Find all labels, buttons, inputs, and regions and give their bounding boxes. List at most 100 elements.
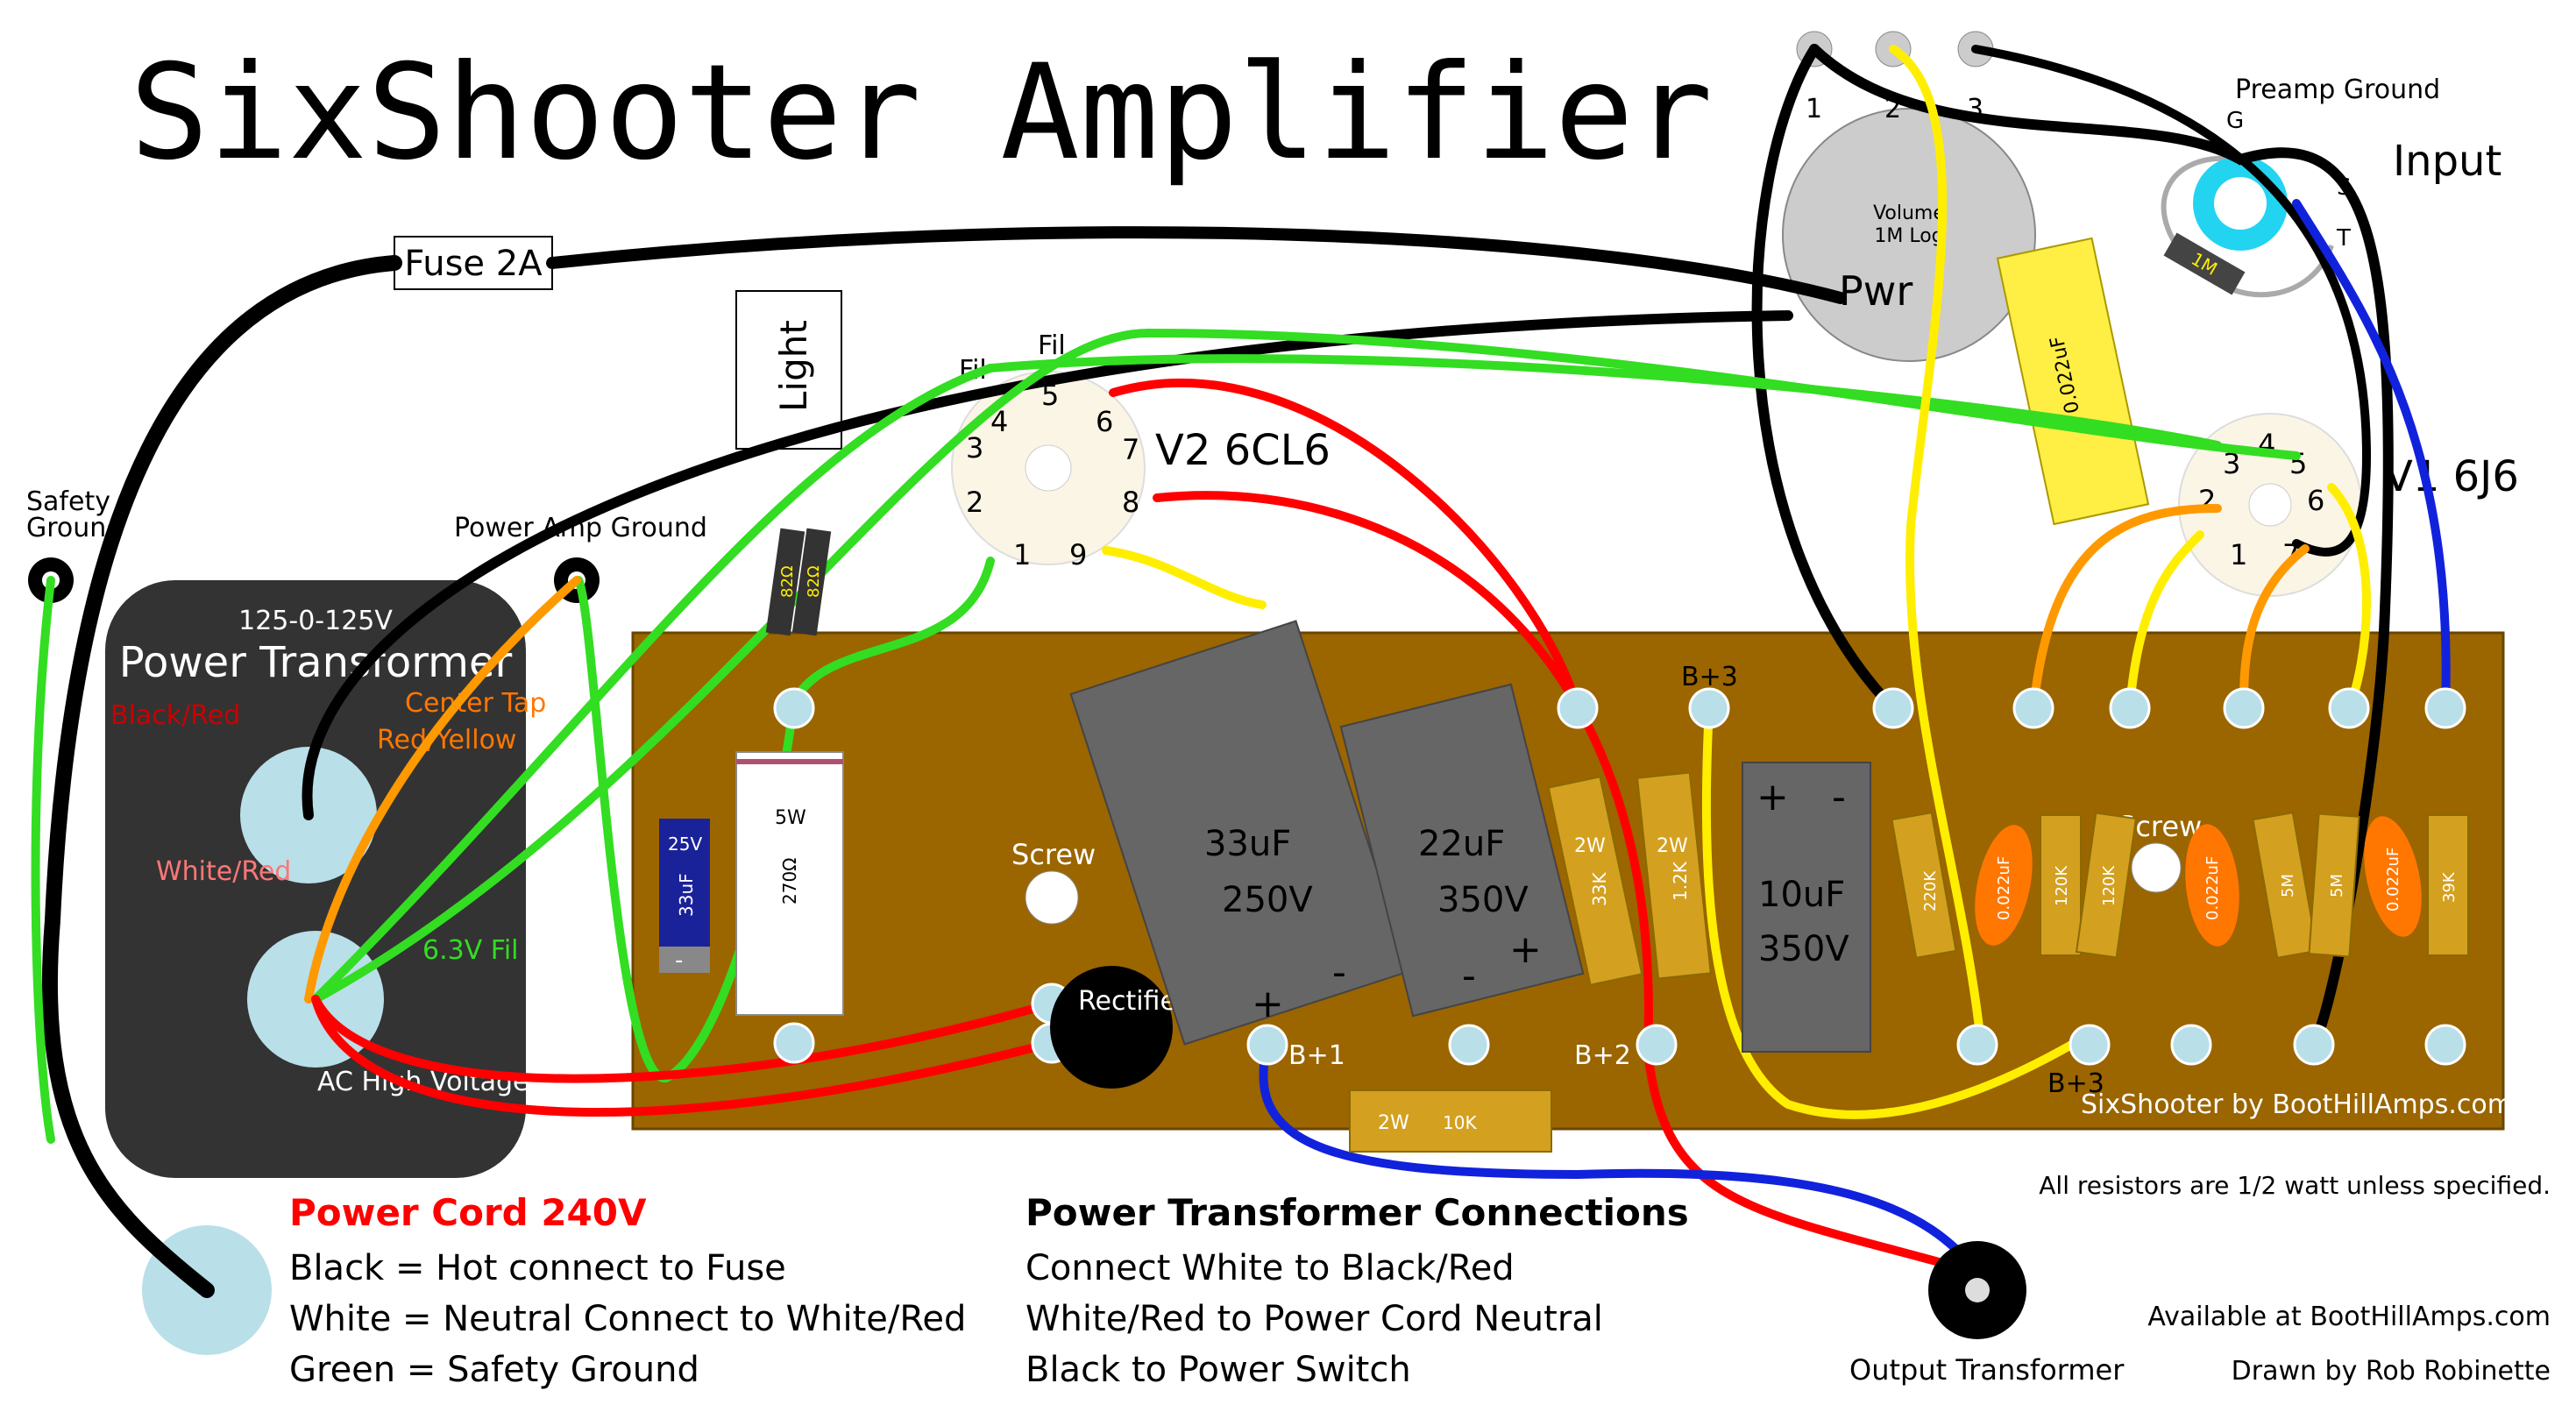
v2-pin-8: 8 (1122, 486, 1139, 519)
v2-socket-center (1025, 444, 1072, 492)
coupling-cap-a-label: 0.022uF (1995, 856, 2013, 920)
pt-red-yellow-label: Red/Yellow (377, 725, 516, 756)
diagram-title: SixShooter Amplifier (130, 37, 1713, 189)
turret (2328, 687, 2370, 729)
input-label: Input (2393, 137, 2501, 186)
resistor-1-2k-watts: 2W (1657, 835, 1688, 857)
cap-33uf-minus: - (1332, 950, 1346, 995)
pot-label-2: 1M Log (1874, 225, 1943, 247)
wire-green-fil-v1b (1144, 329, 2301, 460)
output-transformer-grommet-hole (1965, 1278, 1990, 1302)
grid-stopper-b (791, 528, 832, 636)
resistor-33k-watts: 2W (1574, 835, 1606, 857)
resistor-33k (1547, 776, 1643, 986)
resistor-10k (1349, 1089, 1552, 1153)
turret (2424, 1024, 2466, 1066)
pot-lug-1-label: 1 (1806, 94, 1822, 124)
wire-green-fil-v1a (986, 354, 2222, 450)
screw2 (2131, 842, 2182, 893)
coupling-cap-b (2185, 824, 2239, 947)
cap-10uf-voltage: 350V (1758, 929, 1849, 969)
coupling-cap-c-label: 0.022uF (2384, 848, 2402, 912)
wire-yellow-v1-plate (2327, 483, 2371, 713)
wire-blue-input (2292, 199, 2451, 713)
pilot-light (735, 290, 842, 450)
filter-cap-10uf (1742, 762, 1871, 1053)
resistor-120k-b (2075, 812, 2138, 959)
grid-stopper-a-label: 82Ω (778, 565, 797, 598)
wire-orange-v1-2 (2029, 504, 2222, 713)
turret (2170, 1024, 2212, 1066)
b3-bottom-label: B+3 (2047, 1068, 2104, 1099)
coupling-cap-a (1975, 825, 2033, 946)
v1-label: V1 6J6 (2384, 452, 2519, 501)
pt-connections-line-1: Connect White to Black/Red (1025, 1248, 1515, 1288)
coupling-cap-b-label: 0.022uF (2203, 856, 2222, 920)
b3-top-label: B+3 (1681, 662, 1738, 692)
cap-22uf-minus: - (1462, 954, 1476, 998)
pt-black-red-label: Black/Red (110, 700, 240, 731)
v2-pin-5: 5 (1041, 379, 1059, 412)
wire-black-input (1971, 45, 2372, 557)
resistor-note: All resistors are 1/2 watt unless specif… (2039, 1171, 2551, 1200)
turret (2293, 1024, 2335, 1066)
wire-red-output (1153, 491, 1982, 1277)
resistor-220k (1891, 812, 1957, 959)
pt-white-red-label: White/Red (156, 856, 291, 887)
resistor-120k-a (2040, 814, 2082, 956)
cathode-resistor-value: 270Ω (779, 858, 800, 905)
v2-pin-6: 6 (1096, 405, 1113, 438)
pt-connections-line-3: Black to Power Switch (1025, 1350, 1411, 1390)
turret (2223, 687, 2265, 729)
v1-pin-6: 6 (2307, 484, 2324, 517)
resistor-10k-value: 10K (1443, 1112, 1477, 1133)
turret (1557, 687, 1599, 729)
turret (1956, 1024, 1998, 1066)
cap-33uf-label: 33uF (1204, 824, 1291, 864)
resistor-120k-b-label: 120K (2100, 865, 2118, 906)
rectifier (1050, 966, 1173, 1089)
v2-pin-2: 2 (966, 486, 983, 519)
wire-red-ac-1 (311, 995, 1056, 1117)
v2-pin-4: 4 (990, 405, 1008, 438)
power-cord-title: Power Cord 240V (289, 1191, 647, 1234)
input-pin-t: T (2336, 225, 2351, 252)
wire-yellow-v1-grid (2125, 530, 2204, 713)
power-cord-line-3: Green = Safety Ground (289, 1350, 699, 1390)
resistor-220k-label: 220K (1921, 870, 1940, 912)
input-jack-hole (2214, 177, 2267, 230)
pt-fil-label: 6.3V Fil (422, 935, 519, 966)
cap-33uf-voltage: 250V (1222, 880, 1313, 920)
grid-stopper-b-label: 82Ω (805, 565, 823, 598)
b1-label: B+1 (1288, 1040, 1345, 1071)
turret (2069, 1024, 2111, 1066)
wire-black-hot (42, 255, 402, 1298)
wire-yellow-pot-wiper (1889, 45, 1985, 1047)
resistor-5m-b-label: 5M (2328, 874, 2346, 898)
wire-green-fil-a (311, 364, 995, 1004)
pt-connections-line-2: White/Red to Power Cord Neutral (1025, 1299, 1603, 1339)
cap-10uf-plus: + (1756, 775, 1789, 819)
turret (1872, 687, 1914, 729)
v2-label: V2 6CL6 (1155, 426, 1331, 475)
resistor-1-2k-value: 1.2K (1670, 861, 1691, 901)
cathode-cap-voltage: 25V (668, 834, 702, 855)
fuse-label: Fuse 2A (404, 244, 543, 284)
drawn-by-note: Drawn by Rob Robinette (2232, 1356, 2551, 1387)
resistor-120k-a-label: 120K (2053, 865, 2071, 906)
cathode-cap-stripe (659, 947, 710, 973)
pt-center-tap-label: Center Tap (405, 688, 546, 719)
board-credit: SixShooter by BootHillAmps.com (2081, 1089, 2513, 1120)
wire-yellow-b3 (1701, 704, 2094, 1119)
v1-socket-center (2248, 483, 2292, 527)
turret (1688, 687, 1730, 729)
input-pin-g: G (2226, 108, 2244, 134)
wire-black-preamp-ground (1809, 44, 2394, 1048)
power-cord-line-1: Black = Hot connect to Fuse (289, 1248, 786, 1288)
cathode-resistor-watts: 5W (775, 807, 806, 829)
power-cord-line-2: White = Neutral Connect to White/Red (289, 1299, 966, 1339)
turret (773, 687, 815, 729)
v1-pin-3: 3 (2223, 447, 2240, 480)
